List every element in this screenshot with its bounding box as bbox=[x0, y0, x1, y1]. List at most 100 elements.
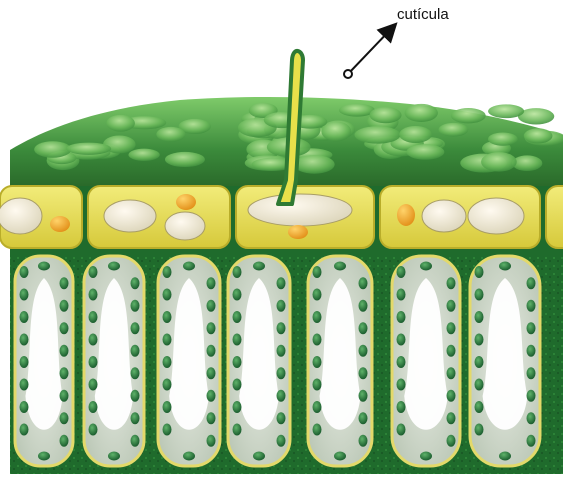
palisade-cell bbox=[84, 256, 144, 466]
chloroplast bbox=[447, 345, 456, 357]
chloroplast bbox=[499, 452, 511, 461]
cuticle-bump bbox=[128, 149, 159, 161]
chloroplast bbox=[233, 334, 242, 346]
oil-drop bbox=[288, 225, 308, 239]
chloroplast bbox=[183, 452, 195, 461]
chloroplast bbox=[499, 262, 511, 271]
chloroplast bbox=[334, 452, 346, 461]
chloroplast bbox=[359, 345, 368, 357]
chloroplast bbox=[20, 289, 29, 301]
chloroplast bbox=[207, 277, 216, 289]
epidermal-cell-5 bbox=[546, 186, 563, 248]
chloroplast bbox=[131, 277, 140, 289]
cuticle-bump bbox=[165, 152, 205, 167]
vacuole bbox=[248, 194, 352, 226]
chloroplast bbox=[163, 289, 172, 301]
chloroplast bbox=[475, 266, 484, 278]
cuticle-bump bbox=[439, 123, 469, 137]
chloroplast bbox=[233, 266, 242, 278]
chloroplast bbox=[447, 390, 456, 402]
chloroplast bbox=[313, 289, 322, 301]
chloroplast bbox=[131, 300, 140, 312]
chloroplast bbox=[527, 345, 536, 357]
palisade-cell bbox=[158, 256, 220, 466]
chloroplast bbox=[207, 390, 216, 402]
oil-drop bbox=[176, 194, 196, 210]
chloroplast bbox=[233, 424, 242, 436]
chloroplast bbox=[89, 334, 98, 346]
vacuole bbox=[165, 212, 205, 240]
cuticle-bump bbox=[399, 126, 432, 143]
chloroplast bbox=[527, 277, 536, 289]
chloroplast bbox=[313, 424, 322, 436]
chloroplast bbox=[447, 300, 456, 312]
chloroplast bbox=[397, 356, 406, 368]
chloroplast bbox=[277, 345, 286, 357]
chloroplast bbox=[313, 401, 322, 413]
cuticle-bump bbox=[354, 126, 400, 143]
chloroplast bbox=[131, 412, 140, 424]
chloroplast bbox=[397, 311, 406, 323]
chloroplast bbox=[397, 379, 406, 391]
chloroplast bbox=[359, 367, 368, 379]
chloroplast bbox=[277, 435, 286, 447]
cuticle-label: cutícula bbox=[397, 6, 449, 23]
chloroplast bbox=[475, 356, 484, 368]
palisade-cell bbox=[392, 256, 460, 466]
chloroplast bbox=[277, 322, 286, 334]
chloroplast bbox=[447, 412, 456, 424]
palisade-cell bbox=[15, 256, 73, 466]
chloroplast bbox=[527, 412, 536, 424]
cuticle-bump bbox=[488, 132, 518, 145]
chloroplast bbox=[89, 266, 98, 278]
chloroplast bbox=[277, 390, 286, 402]
chloroplast bbox=[183, 262, 195, 271]
chloroplast bbox=[233, 356, 242, 368]
chloroplast bbox=[277, 412, 286, 424]
chloroplast bbox=[89, 401, 98, 413]
chloroplast bbox=[447, 435, 456, 447]
vacuole bbox=[422, 200, 466, 232]
chloroplast bbox=[420, 262, 432, 271]
chloroplast bbox=[334, 262, 346, 271]
chloroplast bbox=[475, 379, 484, 391]
cuticle-bump bbox=[524, 128, 553, 143]
chloroplast bbox=[108, 452, 120, 461]
palisade-cells bbox=[15, 256, 540, 466]
chloroplast bbox=[233, 401, 242, 413]
chloroplast bbox=[527, 435, 536, 447]
chloroplast bbox=[447, 322, 456, 334]
cuticle-bump bbox=[488, 104, 524, 118]
chloroplast bbox=[20, 379, 29, 391]
chloroplast bbox=[447, 277, 456, 289]
chloroplast bbox=[359, 435, 368, 447]
chloroplast bbox=[397, 289, 406, 301]
chloroplast bbox=[527, 390, 536, 402]
chloroplast bbox=[60, 277, 69, 289]
chloroplast bbox=[20, 356, 29, 368]
chloroplast bbox=[253, 262, 265, 271]
chloroplast bbox=[397, 334, 406, 346]
chloroplast bbox=[20, 266, 29, 278]
chloroplast bbox=[131, 322, 140, 334]
chloroplast bbox=[60, 300, 69, 312]
chloroplast bbox=[108, 262, 120, 271]
cuticle-bump bbox=[294, 155, 335, 174]
chloroplast bbox=[475, 289, 484, 301]
chloroplast bbox=[163, 401, 172, 413]
chloroplast bbox=[527, 322, 536, 334]
chloroplast bbox=[20, 311, 29, 323]
cuticle-bump bbox=[156, 127, 185, 142]
chloroplast bbox=[313, 266, 322, 278]
chloroplast bbox=[20, 424, 29, 436]
cuticle-bump bbox=[481, 152, 517, 172]
cuticle-bump bbox=[405, 104, 438, 122]
chloroplast bbox=[253, 452, 265, 461]
chloroplast bbox=[527, 367, 536, 379]
chloroplast bbox=[233, 311, 242, 323]
chloroplast bbox=[475, 424, 484, 436]
vacuole bbox=[104, 200, 156, 232]
chloroplast bbox=[207, 300, 216, 312]
chloroplast bbox=[89, 289, 98, 301]
oil-drop bbox=[50, 216, 70, 232]
